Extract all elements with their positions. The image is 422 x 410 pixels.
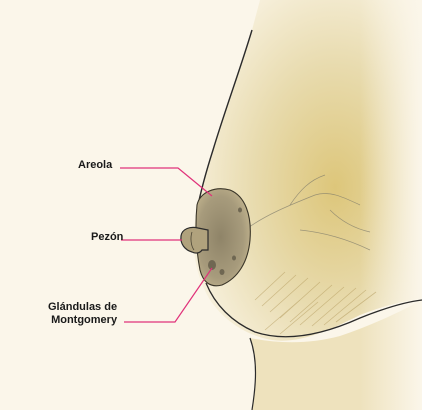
leader-line-areola [120, 168, 212, 196]
label-glandulas-line1: Glándulas de [48, 301, 117, 314]
leader-line-glandulas [124, 268, 212, 322]
label-glandulas-montgomery: Glándulas de Montgomery [48, 301, 117, 327]
label-pezon: Pezón [91, 231, 123, 244]
label-glandulas-line2: Montgomery [48, 314, 117, 327]
nipple-shape [181, 227, 208, 253]
label-areola: Areola [78, 159, 112, 172]
